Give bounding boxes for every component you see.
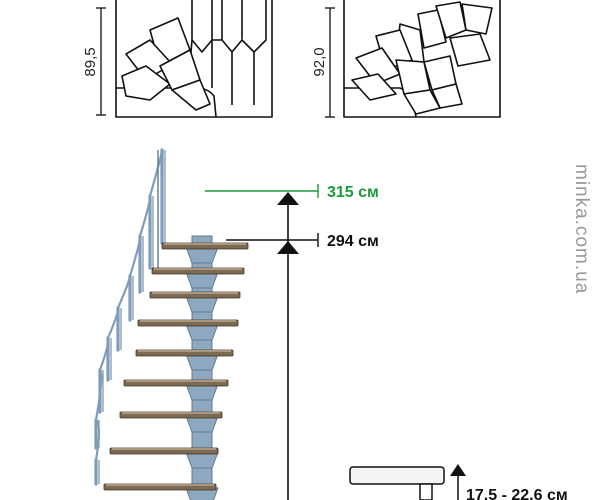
handrail-segment xyxy=(98,337,110,371)
plan-view-left: 89,5 xyxy=(82,0,273,118)
tread-top xyxy=(154,268,242,270)
step-detail-tread xyxy=(349,466,445,485)
handrail xyxy=(94,148,166,486)
upper-level-arrow xyxy=(277,192,299,205)
tread-top xyxy=(152,292,238,294)
plan-left-dimension-label: 89,5 xyxy=(82,47,99,76)
plan-right-dimension-label: 92,0 xyxy=(311,47,328,76)
tread-top xyxy=(112,448,216,450)
treads xyxy=(103,242,249,491)
central-stringer xyxy=(185,235,219,500)
plan-view-right: 92,0 xyxy=(311,0,501,118)
step-height-label: 17,5 - 22,6 см xyxy=(466,487,568,500)
tread-top xyxy=(138,350,231,352)
step-height-arrow xyxy=(450,464,466,476)
height-markers: 315 см 294 см xyxy=(205,184,379,500)
staircase-side-view xyxy=(94,148,249,500)
tread-top xyxy=(122,412,220,414)
handrail-segment xyxy=(106,307,120,339)
plan-left-outline xyxy=(115,0,273,118)
plan-right-outline xyxy=(343,0,501,118)
step-detail: 17,5 - 22,6 см xyxy=(349,464,568,500)
handrail-segment xyxy=(128,235,142,277)
handrail-segment xyxy=(138,195,152,237)
tread-top xyxy=(164,243,246,245)
handrail-segment xyxy=(148,149,164,197)
tread-top xyxy=(126,380,226,382)
handrail-segment xyxy=(116,275,132,309)
watermark: minka.com.ua xyxy=(571,164,592,294)
lower-level-label: 294 см xyxy=(327,233,379,250)
handrail-segment xyxy=(94,369,103,421)
lower-level-arrow xyxy=(277,241,299,254)
handrail-segment xyxy=(94,419,101,461)
tread-top xyxy=(106,484,214,486)
tread-top xyxy=(140,320,236,322)
upper-level-label: 315 см xyxy=(327,184,379,201)
